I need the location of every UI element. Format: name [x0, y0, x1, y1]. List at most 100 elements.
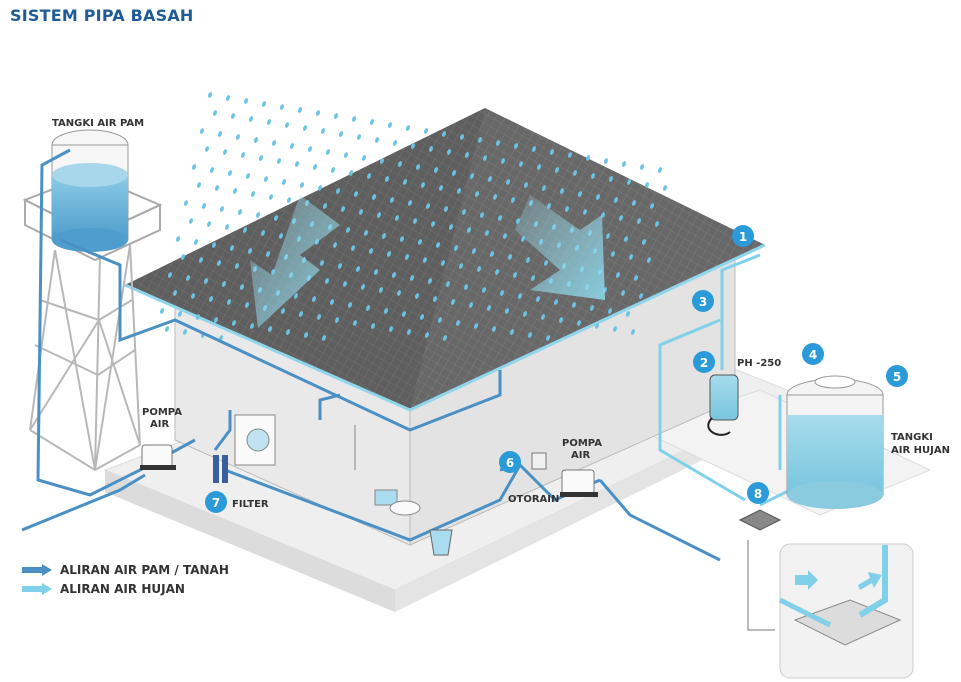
- rain-drop: [372, 194, 376, 200]
- rain-drop: [341, 206, 345, 212]
- rain-drop: [523, 311, 527, 317]
- rain-drop: [583, 209, 587, 215]
- rain-drop: [326, 149, 330, 155]
- rain-drop: [215, 185, 219, 191]
- rain-drop: [349, 170, 353, 176]
- rain-drop: [366, 305, 370, 311]
- rain-drop: [243, 227, 247, 233]
- legend-label-pam: ALIRAN AIR PAM / TANAH: [60, 562, 229, 577]
- bucket: [429, 529, 453, 556]
- rain-drop: [511, 197, 515, 203]
- rain-drop: [192, 164, 196, 170]
- rain-drop: [207, 221, 211, 227]
- rain-drop: [577, 320, 581, 326]
- rain-drop: [308, 146, 312, 152]
- rain-drop: [482, 287, 486, 293]
- rain-drop: [429, 146, 433, 152]
- rain-drop: [413, 218, 417, 224]
- washing-machine: [234, 414, 276, 466]
- rain-drop: [380, 158, 384, 164]
- rain-drop: [616, 272, 620, 278]
- rain-drop: [256, 212, 260, 218]
- rain-drop: [505, 308, 509, 314]
- rain-drop: [313, 164, 317, 170]
- rain-drop: [218, 131, 222, 137]
- rain-drop: [382, 233, 386, 239]
- rain-drop: [550, 149, 554, 155]
- rain-drop: [528, 332, 532, 338]
- rain-drop: [299, 311, 303, 317]
- rain-drop: [655, 221, 659, 227]
- rain-drop: [637, 218, 641, 224]
- rain-drop: [364, 230, 368, 236]
- rain-drop: [433, 296, 437, 302]
- rain-drop: [508, 254, 512, 260]
- rain-drop: [480, 212, 484, 218]
- label-pompa-air-right-2: AIR: [571, 450, 590, 461]
- rain-drop: [281, 308, 285, 314]
- rain-drop: [266, 251, 270, 257]
- rain-drop: [524, 182, 528, 188]
- rain-drop: [426, 203, 430, 209]
- rain-drop: [472, 248, 476, 254]
- rain-drop: [565, 206, 569, 212]
- rain-drop: [614, 197, 618, 203]
- rain-drop: [298, 107, 302, 113]
- rain-drop: [339, 131, 343, 137]
- rain-drop: [389, 326, 393, 332]
- rain-drop: [559, 317, 563, 323]
- rain-drop: [220, 206, 224, 212]
- rain-drop: [183, 329, 187, 335]
- label-pompa-air-right-1: POMPA: [562, 438, 602, 449]
- rain-drop: [388, 122, 392, 128]
- rain-drop: [272, 140, 276, 146]
- rain-drop: [334, 113, 338, 119]
- rain-drop: [397, 290, 401, 296]
- rain-drop: [353, 320, 357, 326]
- rain-drop: [425, 332, 429, 338]
- pam-water-tower: [22, 129, 163, 472]
- rain-drop: [235, 263, 239, 269]
- light-blue-arrow-icon: [22, 582, 52, 595]
- rain-drop: [227, 299, 231, 305]
- otorain-device: [531, 452, 547, 470]
- rain-drop: [501, 158, 505, 164]
- rain-drop: [199, 257, 203, 263]
- rain-drop: [317, 314, 321, 320]
- label-tangki-air-hujan-2: AIR HUJAN: [891, 445, 950, 456]
- rain-drop: [403, 179, 407, 185]
- rain-drop: [613, 326, 617, 332]
- rain-drop: [428, 278, 432, 284]
- rain-drop: [560, 188, 564, 194]
- rain-drop: [546, 335, 550, 341]
- rain-drop: [469, 302, 473, 308]
- rain-drop: [304, 332, 308, 338]
- rain-drop: [343, 281, 347, 287]
- rain-drop: [189, 218, 193, 224]
- rain-drop: [503, 233, 507, 239]
- badge-6: 6: [499, 451, 521, 473]
- rain-drop: [452, 170, 456, 176]
- svg-text:6: 6: [506, 456, 514, 470]
- rain-drop: [176, 236, 180, 242]
- rain-drop: [647, 257, 651, 263]
- toilet: [374, 489, 421, 516]
- rain-drop: [642, 239, 646, 245]
- rain-drop: [519, 161, 523, 167]
- rain-drop: [475, 191, 479, 197]
- rain-drop: [223, 149, 227, 155]
- rain-drop: [325, 278, 329, 284]
- label-ph250: PH -250: [737, 358, 781, 369]
- rain-drop: [462, 209, 466, 215]
- rain-drop: [279, 233, 283, 239]
- badge-7: 7: [205, 491, 227, 513]
- rain-drop: [209, 296, 213, 302]
- rain-inlet-box: [738, 509, 782, 531]
- rain-drop: [611, 251, 615, 257]
- rain-drop: [202, 203, 206, 209]
- rain-drop: [650, 203, 654, 209]
- rain-drop: [336, 188, 340, 194]
- rain-drop: [459, 263, 463, 269]
- rain-drop: [226, 95, 230, 101]
- rain-drop: [233, 188, 237, 194]
